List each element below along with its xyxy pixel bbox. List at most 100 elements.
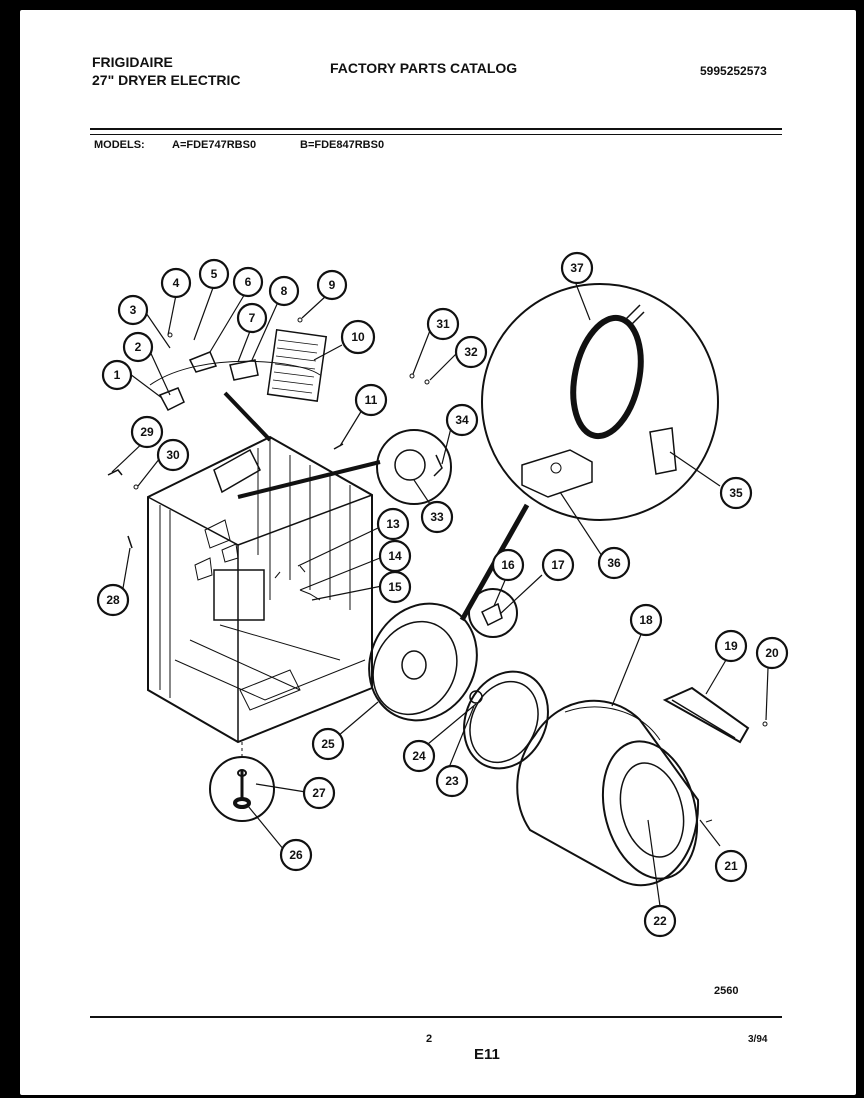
callout-label-24: 24	[412, 749, 426, 763]
callout-8: 8	[268, 275, 300, 307]
callout-label-20: 20	[765, 646, 779, 660]
model-b: B=FDE847RBS0	[300, 139, 385, 151]
callout-label-34: 34	[455, 413, 469, 427]
callout-13: 13	[376, 507, 410, 541]
callout-35: 35	[719, 476, 753, 510]
callout-label-13: 13	[386, 517, 400, 531]
callout-36: 36	[597, 546, 631, 580]
catalog-part-number: 5995252573	[700, 64, 767, 78]
callout-label-1: 1	[114, 368, 121, 382]
callout-label-30: 30	[166, 448, 180, 462]
callout-label-25: 25	[321, 737, 335, 751]
callout-19: 19	[714, 629, 748, 663]
callout-label-8: 8	[281, 284, 288, 298]
models-label: MODELS:	[94, 139, 145, 151]
callout-16: 16	[491, 548, 525, 582]
callout-18: 18	[629, 603, 663, 637]
callout-label-14: 14	[388, 549, 402, 563]
leader-lines	[111, 283, 769, 907]
catalog-title: FACTORY PARTS CATALOG	[330, 60, 518, 76]
callout-label-2: 2	[135, 340, 142, 354]
callout-4: 4	[160, 267, 192, 299]
small-parts-drawing	[107, 373, 713, 823]
callout-14: 14	[378, 539, 412, 573]
product-name: 27" DRYER ELECTRIC	[92, 72, 241, 88]
callout-label-28: 28	[106, 593, 120, 607]
callout-20: 20	[755, 636, 789, 670]
callout-15: 15	[378, 570, 412, 604]
callout-label-27: 27	[312, 786, 326, 800]
callout-33: 33	[420, 500, 454, 534]
paper-sheet	[20, 10, 856, 1095]
callout-label-31: 31	[436, 317, 450, 331]
callout-2: 2	[122, 331, 154, 363]
callout-3: 3	[117, 294, 149, 326]
seal-ring-drawing	[463, 670, 549, 770]
callout-label-36: 36	[607, 556, 621, 570]
callout-28: 28	[96, 583, 130, 617]
callout-label-11: 11	[365, 393, 378, 407]
callout-25: 25	[311, 727, 345, 761]
header-rule	[90, 128, 782, 130]
callout-label-35: 35	[729, 486, 743, 500]
callout-29: 29	[130, 415, 164, 449]
callout-30: 30	[156, 438, 190, 472]
callout-label-18: 18	[639, 613, 653, 627]
footer-rule	[90, 1016, 782, 1018]
callout-label-5: 5	[211, 267, 218, 281]
callout-label-17: 17	[551, 558, 565, 572]
callout-17: 17	[541, 548, 575, 582]
front-bulkhead-drawing	[368, 602, 478, 722]
brand-name: FRIGIDAIRE	[92, 54, 173, 70]
callout-10: 10	[340, 319, 376, 355]
callout-26: 26	[279, 838, 313, 872]
page-number: 2	[426, 1033, 433, 1045]
callout-label-29: 29	[140, 425, 154, 439]
drum-drawing	[516, 699, 700, 887]
callout-6: 6	[232, 266, 264, 298]
baffle-drawing	[662, 686, 768, 744]
callout-5: 5	[198, 258, 230, 290]
callout-label-32: 32	[464, 345, 478, 359]
callout-label-6: 6	[245, 275, 252, 289]
callout-23: 23	[435, 764, 469, 798]
callout-label-23: 23	[445, 774, 459, 788]
callout-label-21: 21	[724, 859, 738, 873]
section-code: E11	[474, 1046, 500, 1063]
callout-11: 11	[354, 383, 388, 417]
callout-27: 27	[302, 776, 336, 810]
blower-housing-drawing	[237, 429, 452, 505]
revision-date: 3/94	[748, 1034, 768, 1045]
callout-label-3: 3	[130, 303, 137, 317]
callout-1: 1	[101, 359, 133, 391]
callout-31: 31	[426, 307, 460, 341]
callout-34: 34	[445, 403, 479, 437]
callout-37: 37	[560, 251, 594, 285]
callout-label-7: 7	[249, 311, 256, 325]
callout-label-10: 10	[351, 330, 365, 344]
clip-detail-drawing	[468, 588, 518, 638]
callout-7: 7	[236, 302, 268, 334]
model-a: A=FDE747RBS0	[172, 139, 257, 151]
header-rule-thin	[90, 134, 782, 135]
drawing-number: 2560	[714, 985, 739, 997]
top-parts-group	[149, 317, 328, 442]
callout-label-37: 37	[570, 261, 584, 275]
callout-label-4: 4	[173, 276, 180, 290]
cabinet-drawing	[147, 435, 373, 744]
callout-21: 21	[714, 849, 748, 883]
callout-label-33: 33	[430, 510, 444, 524]
callout-32: 32	[454, 335, 488, 369]
callout-9: 9	[316, 269, 348, 301]
callout-label-16: 16	[501, 558, 515, 572]
callout-label-9: 9	[329, 278, 336, 292]
callout-label-26: 26	[289, 848, 303, 862]
callout-label-19: 19	[724, 639, 738, 653]
callout-label-15: 15	[388, 580, 402, 594]
callout-label-22: 22	[653, 914, 667, 928]
callout-24: 24	[402, 739, 436, 773]
leveling-foot-drawing	[209, 742, 275, 822]
callout-22: 22	[643, 904, 677, 938]
